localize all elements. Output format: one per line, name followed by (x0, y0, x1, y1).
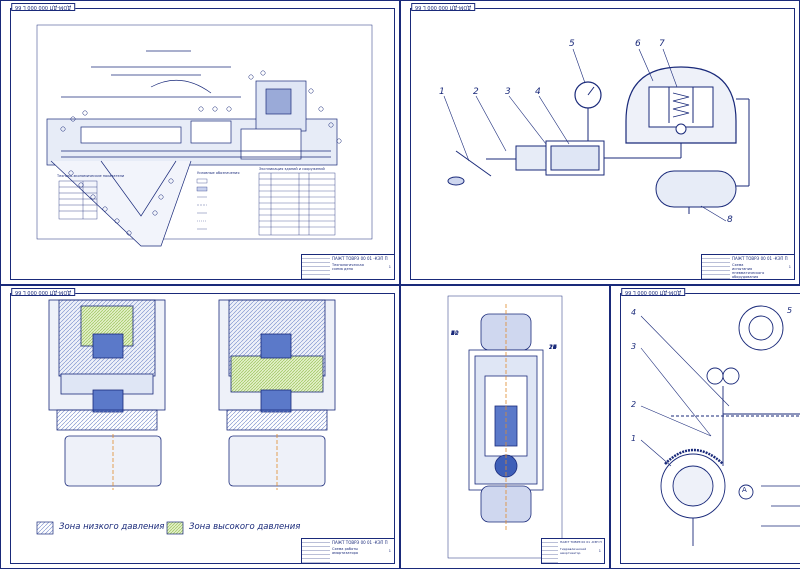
callout: 1 (451, 330, 455, 337)
callout-5: 5 (787, 306, 793, 315)
callout-4: 4 (535, 87, 541, 97)
absorber-assembly (447, 295, 563, 559)
sheet-number: 1 (788, 265, 791, 269)
rolling-scheme (640, 305, 800, 546)
drawing-title: Технологическая схема депо (332, 263, 364, 271)
callout: 21 (549, 344, 557, 351)
drawing-sheet-3: ДОМ-ДП 000 000 L 66 (0, 285, 400, 569)
callout: 6 (451, 330, 455, 337)
callout: 2 (451, 330, 455, 337)
callout: 23 (549, 344, 557, 351)
drawing-code: ПАЖТ ТОВРЭ 00 01 -КЭП П (732, 256, 788, 261)
pneumatic-test-scheme (443, 48, 750, 222)
callout: 8 (451, 330, 455, 337)
callout-2: 2 (631, 400, 637, 409)
callout-1: 1 (631, 434, 637, 443)
callout: 16 (549, 344, 557, 351)
legend-high-label: Зона высокого давления (189, 522, 301, 532)
title-block: ПАЖТ ТОВРЭ 00 01 -КЭП П Схема испытания … (701, 254, 795, 280)
legend-low-label: Зона низкого давления (59, 522, 165, 532)
drawing-title: Гидравлический амортизатор (560, 547, 587, 555)
callout-2: 2 (473, 87, 479, 97)
tech-econ-table (58, 180, 98, 220)
buildings-table-title: Экспликация зданий и сооружений (259, 167, 325, 171)
callout: 3 (451, 330, 455, 337)
callout: 18 (549, 344, 557, 351)
sheet-frame (10, 293, 395, 564)
callout-8: 8 (727, 215, 733, 225)
absorber-pressure-zones (36, 299, 336, 535)
title-block: ПАЖТ ТОВРЭ 00 01 -КЭП П Схема работы амо… (301, 538, 395, 564)
drawing-sheet-5: ДОМ-ДП 000 000 L 66 4 3 2 1 5 А (610, 285, 800, 569)
callout: 4 (451, 330, 455, 337)
tech-econ-table-title: Технико-экономические показатели (57, 174, 125, 178)
drawing-sheet-4: 12 11 10 9 8 7 6 5 4 3 2 1 13 14 15 16 1… (400, 285, 610, 569)
callout-5: 5 (569, 39, 575, 49)
absorber-right (218, 299, 336, 490)
callout-7: 7 (659, 39, 665, 49)
drawing-code: ПАЖТ ТОВРЭ 00 01 -КЭП П (332, 256, 388, 261)
callout: 7 (451, 330, 455, 337)
title-block: ПАЖТ ТОВРЭ 00 01 -КЭП П Гидравлический а… (541, 538, 605, 564)
sheet-frame (620, 293, 800, 564)
buildings-table (258, 172, 336, 236)
callout: 22 (549, 344, 557, 351)
callout-3: 3 (505, 87, 511, 97)
drawing-code: ПАЖТ ТОВРЭ 00 01 -КЭП П (560, 540, 602, 544)
callout: 5 (451, 330, 455, 337)
callout: 20 (549, 344, 557, 351)
callout: 14 (549, 344, 557, 351)
callout: 11 (451, 330, 459, 337)
sheet-frame (10, 8, 395, 280)
drawing-sheet-1: ДОМ-ДП 000 000 L 66 (0, 0, 400, 285)
sheet-number: 1 (598, 549, 601, 553)
callout: 19 (549, 344, 557, 351)
callout-4: 4 (631, 308, 637, 317)
depot-layout-plan (36, 24, 373, 247)
legend-high-swatch (166, 521, 184, 535)
callout: 9 (451, 330, 455, 337)
callout: 24 (549, 344, 557, 351)
tree-symbols (60, 70, 342, 236)
drawing-sheet-2: ДОМ-ДП 000 000 L 66 (400, 0, 800, 285)
absorber-left (48, 299, 166, 490)
drawing-code: ПАЖТ ТОВРЭ 00 01 -КЭП П (332, 540, 388, 545)
callout: 13 (549, 344, 557, 351)
title-block: ПАЖТ ТОВРЭ 00 01 -КЭП П Технологическая … (301, 254, 395, 280)
callout: 12 (451, 330, 459, 337)
legend-low-swatch (36, 521, 54, 535)
callout: 10 (451, 330, 459, 337)
sheet-number: 1 (388, 265, 391, 269)
drawing-title: Схема испытания пневматического оборудов… (732, 263, 765, 279)
callout: 25 (549, 344, 557, 351)
callout-3: 3 (631, 342, 637, 351)
legend-title: Условные обозначения (197, 171, 240, 175)
ammeter-label: А (742, 486, 747, 494)
callout: 15 (549, 344, 557, 351)
sheet-frame (410, 8, 795, 280)
callout-6: 6 (635, 39, 641, 49)
drawing-title: Схема работы амортизатора (332, 547, 359, 555)
callout: 17 (549, 344, 557, 351)
callout-1: 1 (439, 87, 445, 97)
sheet-number: 1 (388, 549, 391, 553)
